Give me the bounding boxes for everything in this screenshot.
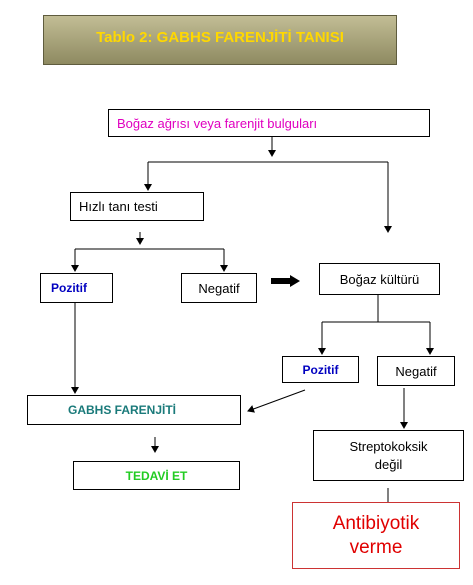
node-not-strep-line2: değil bbox=[374, 456, 403, 472]
node-no-antibiotic: Antibiyotik verme bbox=[292, 502, 460, 569]
node-positive-2-label: Pozitif bbox=[302, 362, 339, 377]
connector-pos2-to-gabhs bbox=[247, 389, 306, 413]
node-not-strep-line1: Streptokoksik bbox=[349, 438, 428, 454]
node-no-antibiotic-line2: verme bbox=[349, 536, 403, 558]
node-not-streptococcal: Streptokoksik değil bbox=[313, 430, 464, 481]
node-negative-2-label: Negatif bbox=[395, 363, 437, 379]
node-negative-1: Negatif bbox=[181, 273, 257, 303]
big-arrow-icon bbox=[271, 275, 300, 287]
node-positive-1: Pozitif bbox=[40, 273, 113, 303]
node-treat: TEDAVİ ET bbox=[73, 461, 240, 490]
diagram-title: Tablo 2: GABHS FARENJİTİ TANISI bbox=[96, 29, 344, 46]
node-negative-1-label: Negatif bbox=[198, 280, 240, 296]
node-symptoms-label: Boğaz ağrısı veya farenjit bulguları bbox=[117, 115, 318, 131]
node-throat-culture: Boğaz kültürü bbox=[319, 263, 440, 295]
node-throat-culture-label: Boğaz kültürü bbox=[339, 271, 420, 287]
node-gabhs-label: GABHS FARENJİTİ bbox=[68, 403, 177, 417]
node-rapid-test-label: Hızlı tanı testi bbox=[79, 199, 158, 214]
node-positive-1-label: Pozitif bbox=[51, 281, 87, 295]
node-rapid-test: Hızlı tanı testi bbox=[70, 192, 204, 221]
node-no-antibiotic-line1: Antibiyotik bbox=[332, 512, 420, 534]
node-symptoms: Boğaz ağrısı veya farenjit bulguları bbox=[108, 109, 430, 137]
node-gabhs-pharyngitis: GABHS FARENJİTİ bbox=[27, 395, 241, 425]
node-positive-2: Pozitif bbox=[282, 356, 359, 383]
node-treat-label: TEDAVİ ET bbox=[125, 468, 188, 483]
title-banner: Tablo 2: GABHS FARENJİTİ TANISI bbox=[43, 15, 397, 65]
node-negative-2: Negatif bbox=[377, 356, 455, 386]
